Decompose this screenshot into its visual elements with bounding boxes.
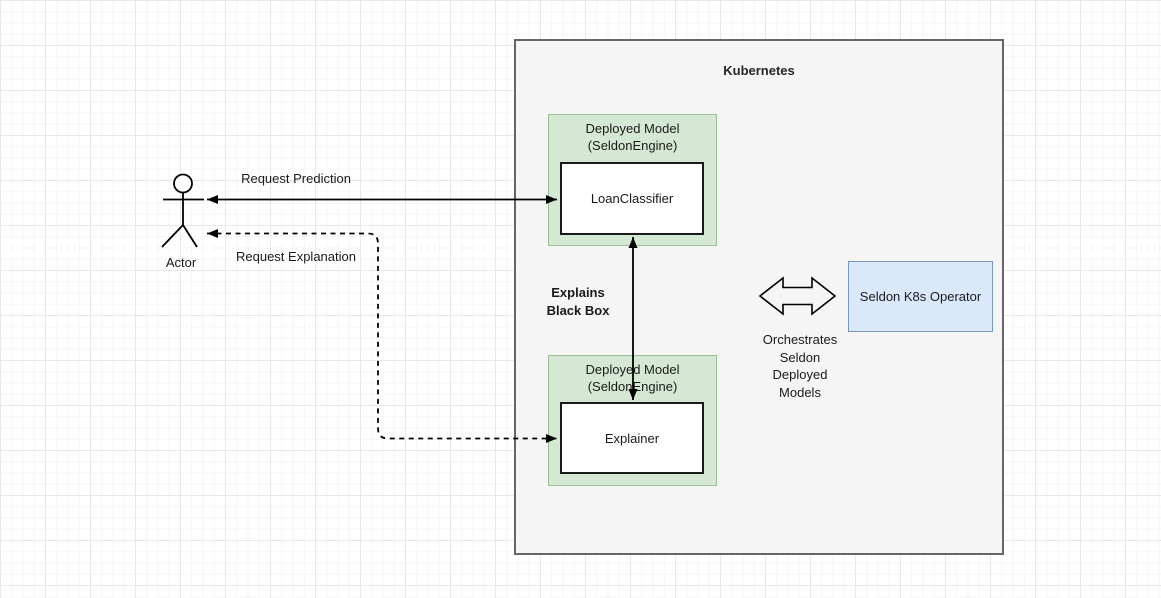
- explainer-node[interactable]: Explainer: [560, 402, 704, 474]
- loanclassifier-node[interactable]: LoanClassifier: [560, 162, 704, 235]
- deployed-model-title: Deployed Model (SeldonEngine): [549, 356, 716, 395]
- loanclassifier-label: LoanClassifier: [590, 191, 674, 206]
- request-prediction-label: Request Prediction: [241, 171, 351, 186]
- deployed-model-title: Deployed Model (SeldonEngine): [549, 115, 716, 154]
- deployed-model-title-line2: (SeldonEngine): [587, 137, 678, 153]
- seldon-operator-label: Seldon K8s Operator: [859, 289, 982, 304]
- actor-label: Actor: [165, 255, 197, 270]
- kubernetes-title: Kubernetes: [723, 63, 795, 78]
- deployed-model-title-line1: Deployed Model: [585, 121, 680, 136]
- orchestrates-line3: Deployed: [772, 367, 828, 382]
- explainer-label: Explainer: [604, 430, 660, 446]
- request-explanation-label: Request Explanation: [236, 249, 356, 264]
- explains-line2: Black Box: [546, 303, 610, 318]
- orchestrates-line4: Models: [779, 384, 821, 400]
- orchestrates-line1: Orchestrates: [762, 332, 838, 347]
- explains-black-box-label: Explains Black Box: [518, 284, 638, 320]
- explains-line1: Explains: [551, 285, 605, 300]
- deployed-model-title-line1: Deployed Model: [585, 362, 680, 377]
- actor-icon[interactable]: [161, 173, 204, 248]
- orchestrates-label: Orchestrates Seldon Deployed Models: [740, 331, 860, 401]
- orchestrates-line2: Seldon: [779, 349, 821, 365]
- seldon-operator-node[interactable]: Seldon K8s Operator: [848, 261, 993, 332]
- deployed-model-title-line2: (SeldonEngine): [587, 378, 678, 394]
